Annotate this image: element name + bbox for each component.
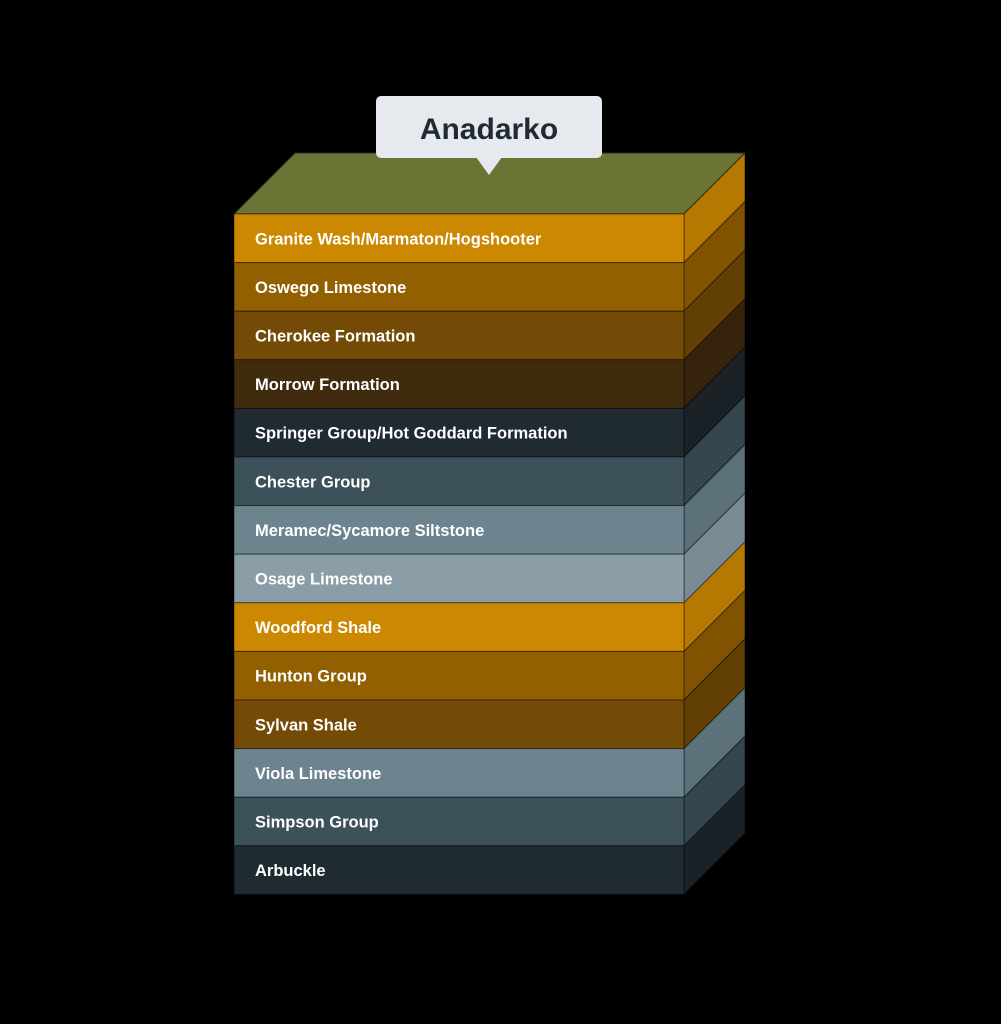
layer-front-face — [233, 262, 685, 312]
title-callout: Anadarko — [376, 96, 602, 175]
layer-front-face — [233, 699, 685, 750]
layer: Viola Limestone — [233, 686, 746, 799]
layer-label: Sylvan Shale — [255, 716, 357, 734]
layer: Woodford Shale — [233, 540, 746, 653]
layer-label: Springer Group/Hot Goddard Formation — [255, 425, 568, 443]
layer-front-face — [233, 213, 685, 264]
layer: Chester Group — [233, 394, 746, 507]
layer-front-face — [233, 553, 685, 604]
layer-label: Morrow Formation — [255, 376, 400, 394]
layer: Sylvan Shale — [233, 637, 746, 750]
layer-label: Hunton Group — [255, 668, 367, 686]
layer: Oswego Limestone — [233, 200, 746, 313]
layer-label: Arbuckle — [255, 862, 326, 880]
layer-label: Viola Limestone — [255, 765, 381, 783]
layer-front-face — [233, 505, 685, 555]
layer: Simpson Group — [233, 734, 746, 848]
layer: Hunton Group — [233, 589, 746, 702]
layer: Morrow Formation — [233, 297, 746, 410]
layer-front-face — [233, 845, 685, 895]
layer-label: Oswego Limestone — [255, 279, 406, 297]
layer-label: Chester Group — [255, 473, 371, 491]
layer-front-face — [233, 407, 685, 458]
title-callout-box — [376, 96, 602, 158]
title-callout-pointer — [476, 157, 502, 175]
layer-front-face — [233, 796, 685, 847]
layer: Arbuckle — [233, 783, 746, 896]
layer: Cherokee Formation — [233, 248, 746, 362]
basin-title: Anadarko — [420, 113, 558, 146]
layer-front-face — [233, 359, 685, 409]
layer-label: Woodford Shale — [255, 619, 381, 637]
layer-label: Granite Wash/Marmaton/Hogshooter — [255, 230, 542, 248]
layer-front-face — [233, 748, 685, 798]
layer: Springer Group/Hot Goddard Formation — [233, 346, 746, 459]
layer: Meramec/Sycamore Siltstone — [233, 443, 746, 556]
layer-front-face — [233, 602, 685, 652]
layer-label: Cherokee Formation — [255, 328, 415, 346]
layer-front-face — [233, 310, 685, 361]
layer-label: Osage Limestone — [255, 571, 393, 589]
layer-front-face — [233, 650, 685, 701]
layer-label: Meramec/Sycamore Siltstone — [255, 522, 484, 540]
layer: Granite Wash/Marmaton/Hogshooter — [233, 151, 746, 264]
layer-label: Simpson Group — [255, 814, 379, 832]
layer-front-face — [233, 456, 685, 507]
